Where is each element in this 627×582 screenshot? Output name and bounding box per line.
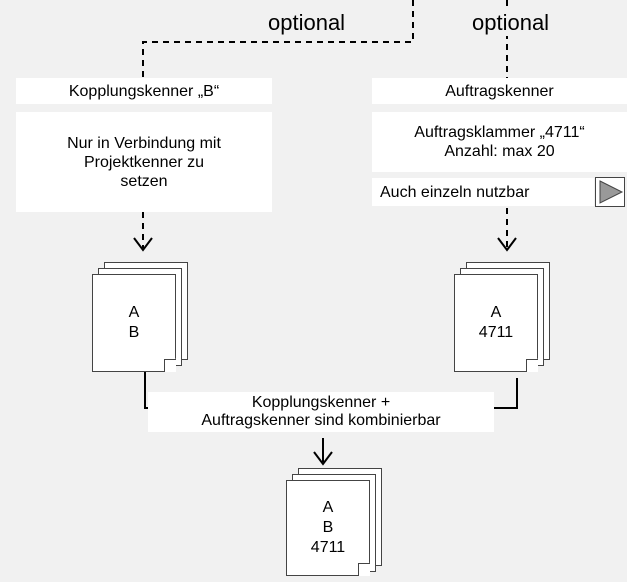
right-body-line1: Auftragsklammer „4711“	[414, 124, 585, 141]
arrowhead-bottom	[313, 451, 333, 466]
document-label-right: A 4711	[454, 274, 538, 372]
optional-label-right: optional	[468, 10, 554, 36]
dashed-connector-left	[142, 0, 414, 78]
doc-bottom-line1: A	[322, 499, 334, 516]
right-footer-box: Auch einzeln nutzbar	[372, 178, 594, 206]
page-front	[286, 480, 370, 576]
solid-connector-right	[485, 378, 518, 409]
arrowhead-left	[133, 237, 153, 252]
doc-bottom-line2: B	[322, 519, 334, 536]
page-corner-fold	[164, 359, 176, 372]
left-body-box: Nur in Verbindung mit Projektkenner zu s…	[16, 112, 272, 212]
right-header-box: Auftragskenner	[372, 78, 627, 104]
page-front	[92, 274, 176, 372]
right-header-text: Auftragskenner	[445, 82, 554, 100]
right-body-box: Auftragsklammer „4711“ Anzahl: max 20	[372, 112, 627, 172]
combine-line2: Auftragskenner sind kombinierbar	[201, 412, 441, 429]
page-corner-fold	[358, 563, 370, 576]
combine-line1: Kopplungskenner +	[251, 394, 391, 411]
page-front	[454, 274, 538, 372]
doc-right-line1: A	[490, 304, 502, 321]
left-body-line3: setzen	[120, 172, 168, 190]
right-body-line2: Anzahl: max 20	[444, 143, 555, 160]
document-label-left: A B	[92, 274, 176, 372]
arrowhead-right	[497, 237, 517, 252]
left-header-text: Kopplungskenner „B“	[68, 82, 220, 100]
play-button[interactable]	[595, 177, 625, 207]
left-header-box: Kopplungskenner „B“	[16, 78, 272, 104]
left-body-line1: Nur in Verbindung mit	[67, 134, 221, 152]
document-label-bottom: A B 4711	[286, 480, 370, 576]
left-body-line2: Projektkenner zu	[83, 153, 205, 171]
play-triangle-icon	[599, 180, 624, 204]
doc-left-line2: B	[128, 324, 140, 341]
doc-bottom-line3: 4711	[310, 539, 346, 556]
optional-label-left: optional	[264, 10, 350, 36]
right-footer-text: Auch einzeln nutzbar	[380, 183, 530, 201]
page-corner-fold	[526, 359, 538, 372]
doc-left-line1: A	[128, 304, 140, 321]
doc-right-line2: 4711	[478, 324, 514, 341]
combine-box: Kopplungskenner + Auftragskenner sind ko…	[148, 392, 494, 432]
